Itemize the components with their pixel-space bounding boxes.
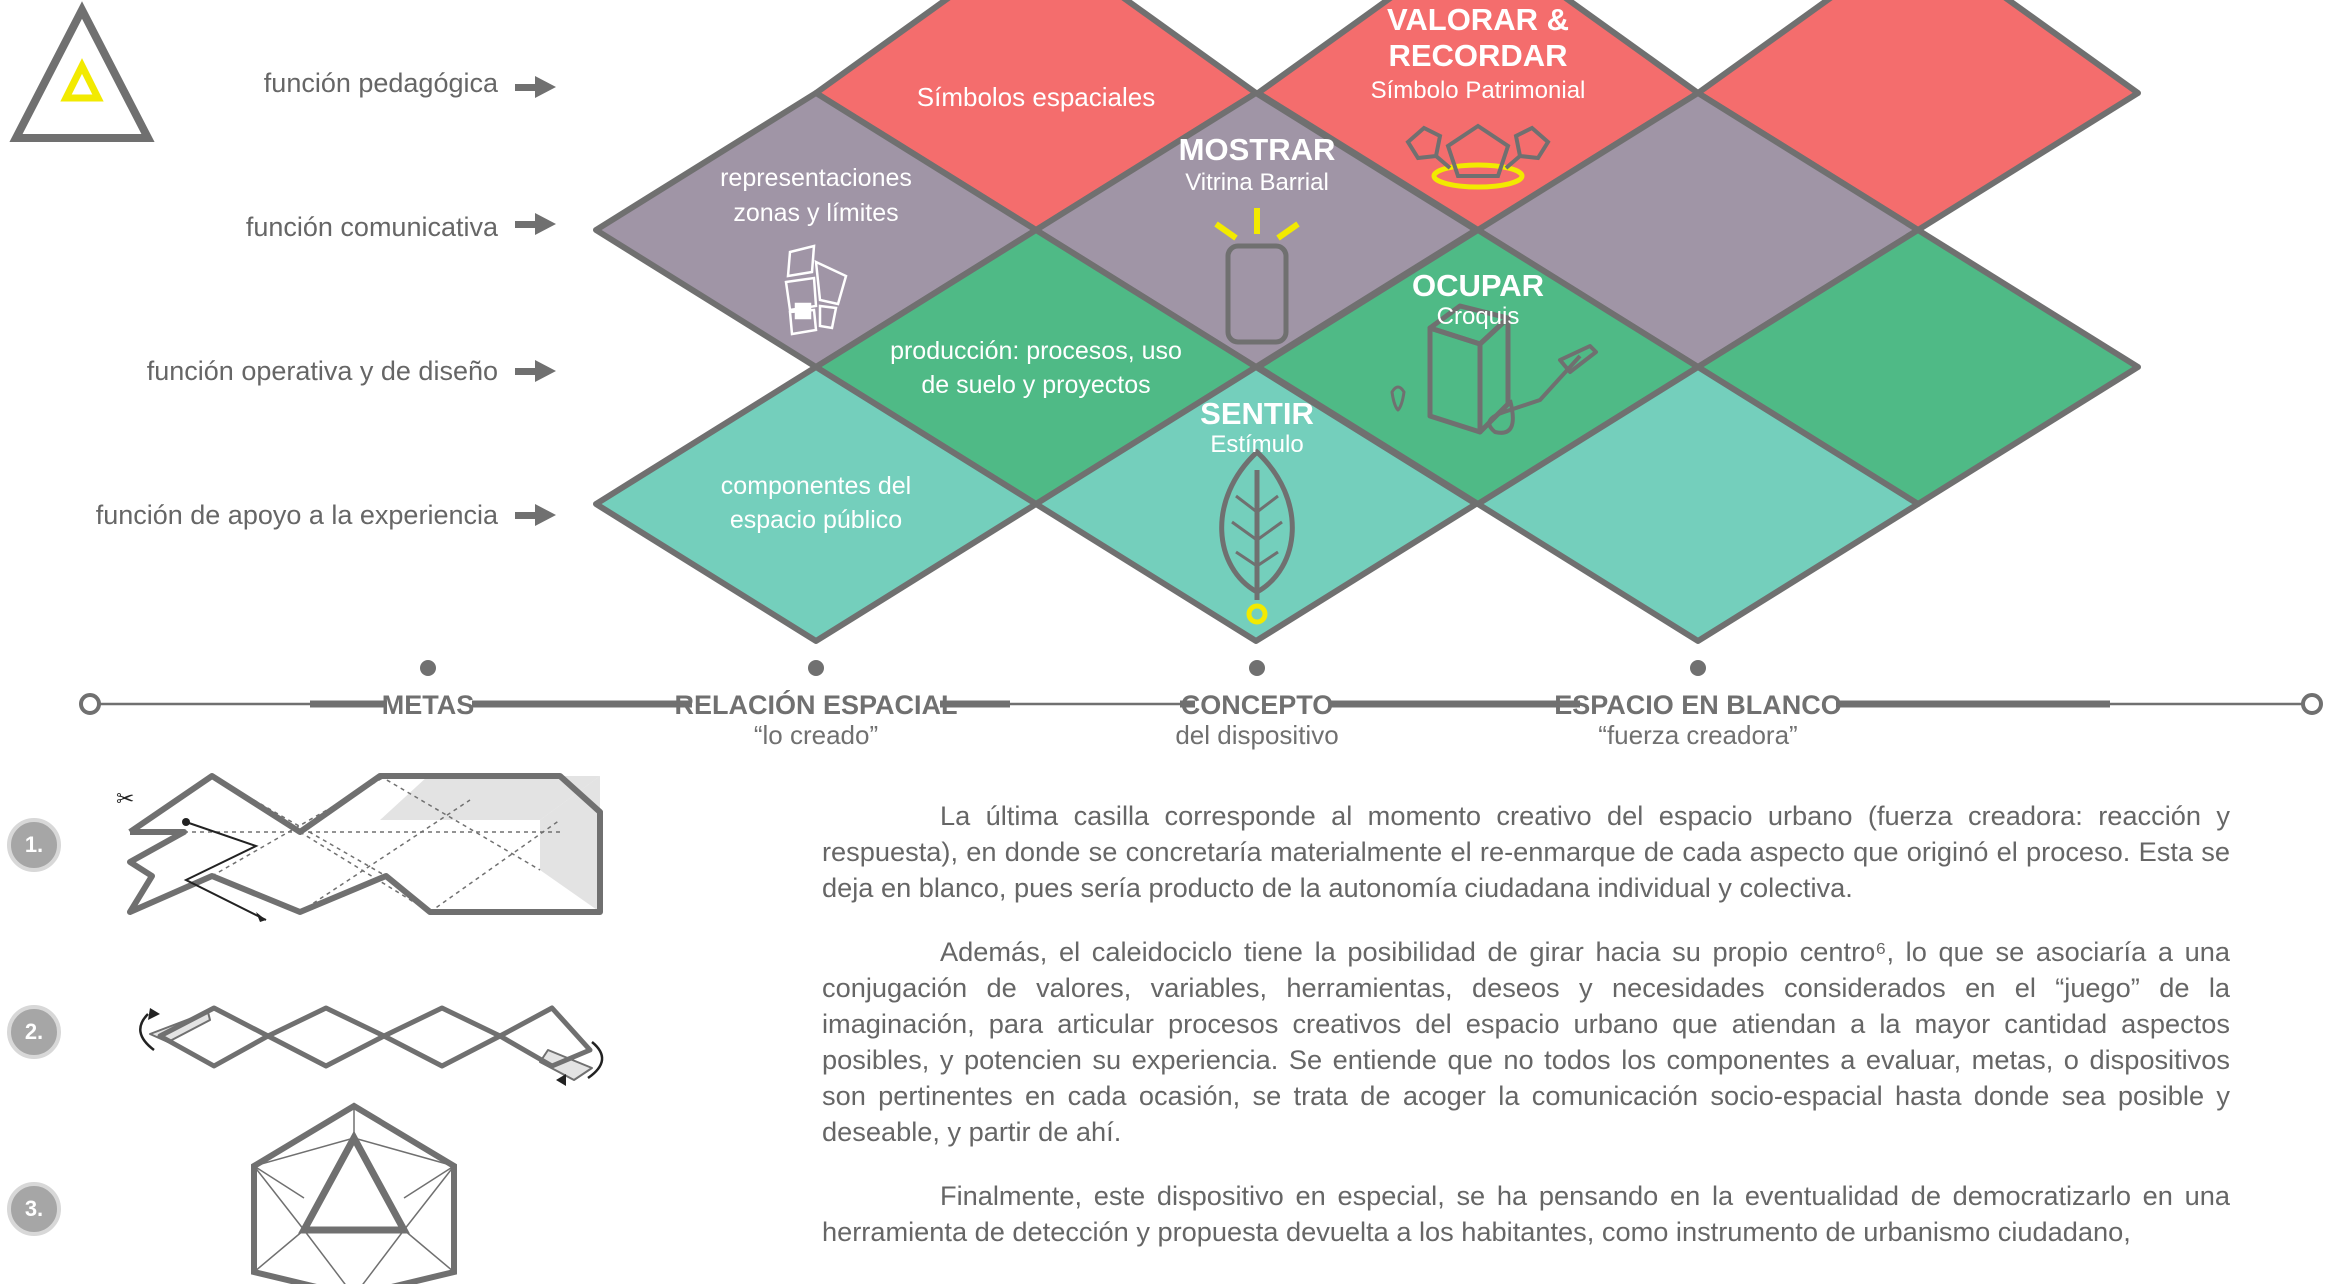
paragraph: Además, el caleidociclo tiene la posibil… — [822, 936, 2230, 1147]
net-folded-illustration — [139, 1005, 604, 1086]
step-number-2: 2. — [7, 1005, 61, 1059]
map-zones-icon — [784, 244, 848, 336]
kaleidocycle-3d-illustration — [251, 1102, 457, 1284]
body-text: La última casilla corresponde al momento… — [822, 798, 2230, 1278]
leaf-icon — [1219, 448, 1295, 625]
timeline-dot — [1690, 660, 1706, 676]
step-number-1: 1. — [7, 818, 61, 872]
timeline-concepto: CONCEPTO — [1181, 690, 1334, 720]
function-label-experiencia: función de apoyo a la experiencia — [95, 500, 498, 530]
mostrar-title: MOSTRAR — [1179, 132, 1336, 167]
timeline-metas: METAS — [382, 690, 475, 720]
arrow-icon — [515, 213, 556, 235]
ocupar-subtitle: Croquis — [1437, 303, 1520, 330]
timeline-espacio-sub: “fuerza creadora” — [1598, 720, 1797, 750]
timeline-start-node — [79, 693, 101, 715]
componentes-text: componentes del — [721, 472, 911, 500]
diamond-grid — [593, 0, 2141, 644]
timeline-dot — [1249, 660, 1265, 676]
sentir-title: SENTIR — [1200, 396, 1314, 431]
logo-triangle-icon — [9, 1, 155, 142]
produccion-text: producción: procesos, uso — [890, 337, 1182, 365]
simbolos-text: Símbolos espaciales — [917, 82, 1155, 112]
paragraph: La última casilla corresponde al momento… — [822, 800, 2230, 903]
cell-componentes — [593, 364, 1039, 644]
vitrina-icon — [1214, 208, 1300, 345]
arrow-icon — [515, 360, 556, 382]
timeline-relacion: RELACIÓN ESPACIAL — [674, 689, 957, 720]
patrimonial-symbol-icon — [1405, 123, 1551, 190]
timeline — [79, 660, 2323, 715]
timeline-relacion-sub: “lo creado” — [754, 720, 878, 750]
function-label-pedagogica: función pedagógica — [263, 68, 498, 98]
scissors-icon: ✂ — [116, 786, 134, 811]
step-number-3: 3. — [7, 1182, 61, 1236]
representaciones-text: representaciones — [720, 164, 912, 192]
valorar-title-2: RECORDAR — [1388, 38, 1567, 73]
sentir-subtitle: Estímulo — [1210, 431, 1303, 458]
timeline-end-node — [2301, 693, 2323, 715]
timeline-concepto-sub: del dispositivo — [1175, 720, 1338, 750]
valorar-title: VALORAR & — [1387, 2, 1569, 37]
arrow-icon — [515, 504, 556, 526]
ocupar-title: OCUPAR — [1412, 268, 1544, 303]
representaciones-text-2: zonas y límites — [733, 199, 898, 227]
componentes-text-2: espacio público — [730, 506, 902, 534]
timeline-dot — [808, 660, 824, 676]
cell-teal-blank — [1475, 364, 1921, 644]
timeline-dot — [420, 660, 436, 676]
net-flat-illustration: ✂ — [116, 773, 603, 922]
valorar-subtitle: Símbolo Patrimonial — [1371, 77, 1586, 104]
arrow-icon — [515, 76, 556, 98]
function-label-operativa: función operativa y de diseño — [146, 356, 498, 386]
row-arrows — [515, 76, 556, 526]
mostrar-subtitle: Vitrina Barrial — [1185, 169, 1329, 196]
timeline-espacio: ESPACIO EN BLANCO — [1554, 690, 1842, 720]
paragraph: Finalmente, este dispositivo en especial… — [822, 1180, 2230, 1247]
function-label-comunicativa: función comunicativa — [245, 212, 498, 242]
croquis-icon — [1390, 303, 1598, 435]
produccion-text-2: de suelo y proyectos — [921, 371, 1150, 399]
